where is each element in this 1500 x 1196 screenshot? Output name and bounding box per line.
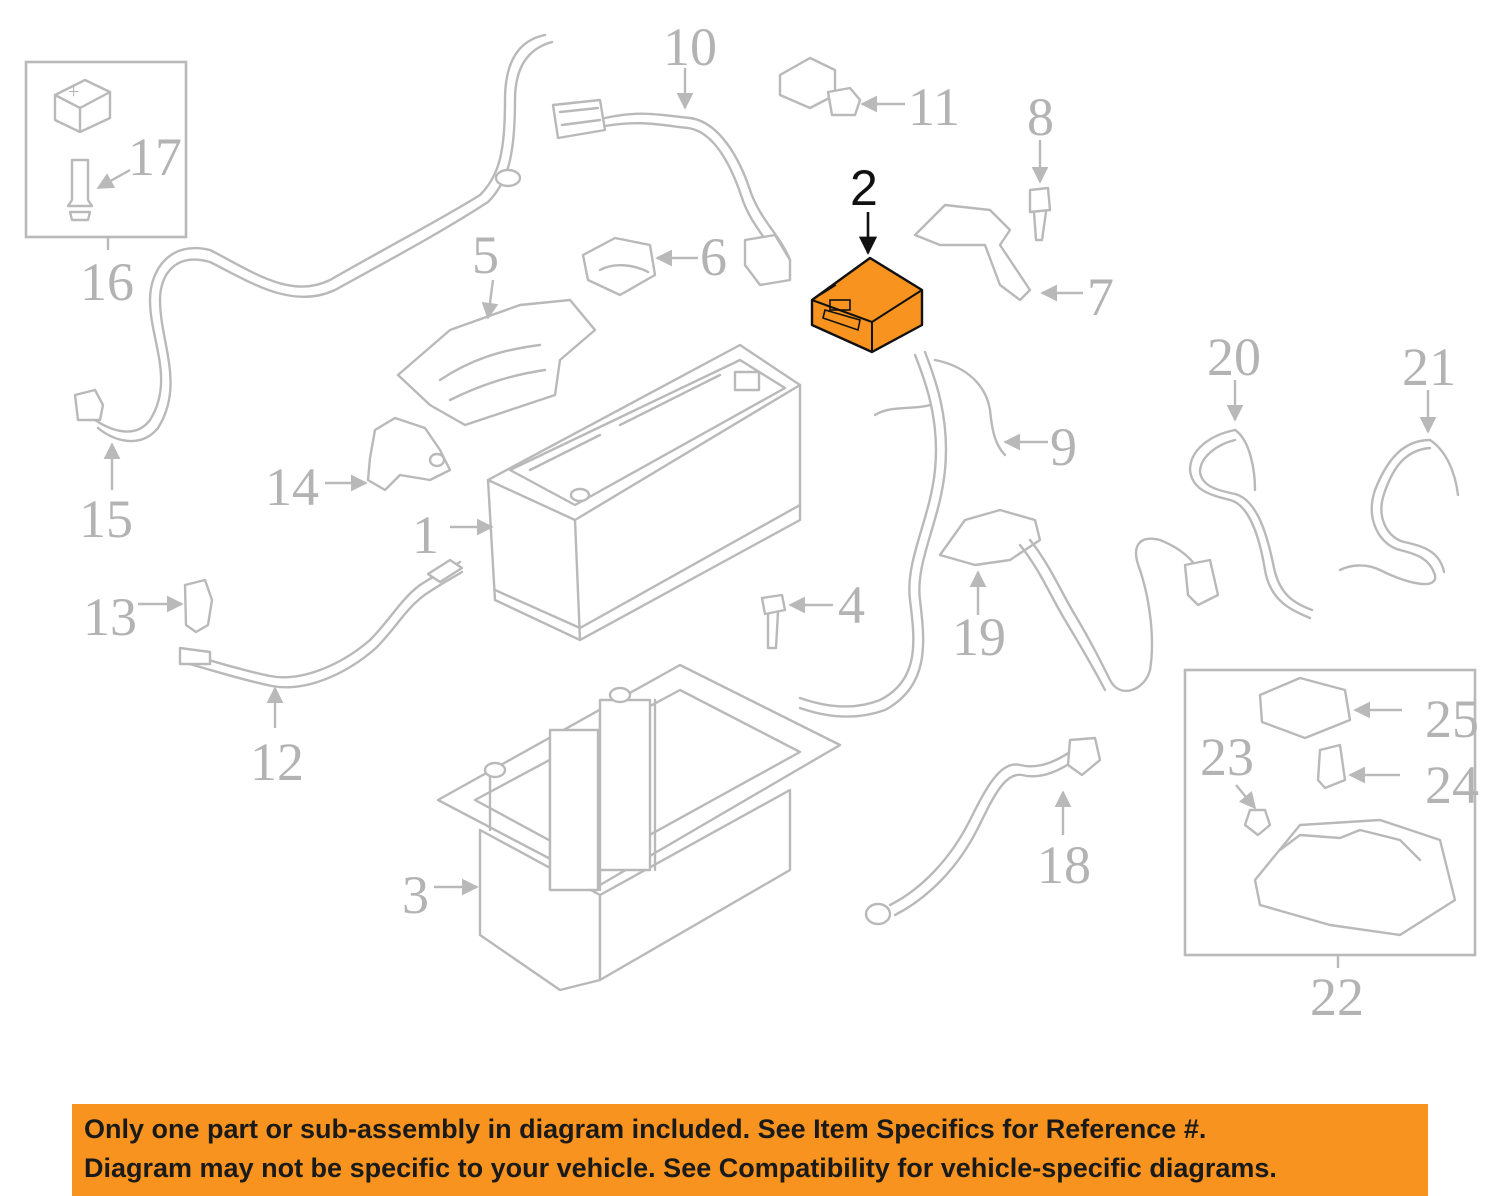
part-cable-21 xyxy=(1338,438,1460,586)
inset-box-22 xyxy=(1183,668,1477,968)
part-cable-15 xyxy=(73,33,554,443)
part-bolt-4 xyxy=(760,593,787,650)
callout-23[interactable]: 23 xyxy=(1200,727,1254,787)
part-bracket-7 xyxy=(913,203,1032,302)
callout-24[interactable]: 24 xyxy=(1425,755,1479,815)
callout-16[interactable]: 16 xyxy=(80,252,134,312)
part-tray-3 xyxy=(436,663,842,992)
callout-3[interactable]: 3 xyxy=(402,865,429,925)
callout-22[interactable]: 22 xyxy=(1310,967,1364,1027)
part-cable-9 xyxy=(798,350,1007,718)
callout-13[interactable]: 13 xyxy=(83,587,137,647)
part-13 xyxy=(183,578,214,634)
part-cable-18 xyxy=(864,736,1102,926)
callout-2[interactable]: 2 xyxy=(850,160,878,216)
disclaimer-line-2: Diagram may not be specific to your vehi… xyxy=(84,1153,1277,1183)
part-bolt-8 xyxy=(1028,186,1052,242)
callout-4[interactable]: 4 xyxy=(838,575,865,635)
callout-9[interactable]: 9 xyxy=(1050,417,1077,477)
part-cable-20 xyxy=(1188,428,1314,620)
callout-12[interactable]: 12 xyxy=(250,732,304,792)
callout-18[interactable]: 18 xyxy=(1037,835,1091,895)
part-6 xyxy=(581,236,657,297)
callout-14[interactable]: 14 xyxy=(265,457,319,517)
part-harness-10 xyxy=(551,98,792,287)
part-14 xyxy=(366,416,452,492)
callout-8[interactable]: 8 xyxy=(1027,87,1054,147)
callout-10[interactable]: 10 xyxy=(663,17,717,77)
callout-11[interactable]: 11 xyxy=(908,77,960,137)
part-cover-5 xyxy=(396,298,597,427)
callout-7[interactable]: 7 xyxy=(1087,267,1114,327)
part-2-highlighted[interactable] xyxy=(810,256,924,354)
callout-17[interactable]: 17 xyxy=(128,127,182,187)
part-battery-1 xyxy=(486,343,802,642)
callout-1[interactable]: 1 xyxy=(412,505,439,565)
callout-21[interactable]: 21 xyxy=(1402,337,1456,397)
svg-text:+: + xyxy=(68,81,79,103)
callout-15[interactable]: 15 xyxy=(79,489,133,549)
leader-lines xyxy=(103,68,1437,896)
part-cable-12 xyxy=(178,558,464,689)
inset-box-16: + xyxy=(24,60,188,250)
disclaimer-line-1: Only one part or sub-assembly in diagram… xyxy=(84,1114,1207,1144)
callout-19[interactable]: 19 xyxy=(952,607,1006,667)
part-11 xyxy=(778,56,862,117)
callout-5[interactable]: 5 xyxy=(472,225,499,285)
disclaimer-banner: Only one part or sub-assembly in diagram… xyxy=(72,1104,1428,1196)
callout-20[interactable]: 20 xyxy=(1207,327,1261,387)
callout-labels: 1 2 3 4 5 6 7 8 9 10 11 12 13 14 15 16 1… xyxy=(79,17,1479,1027)
callout-6[interactable]: 6 xyxy=(700,227,727,287)
part-cable-19 xyxy=(938,508,1220,692)
callout-25[interactable]: 25 xyxy=(1425,689,1479,749)
